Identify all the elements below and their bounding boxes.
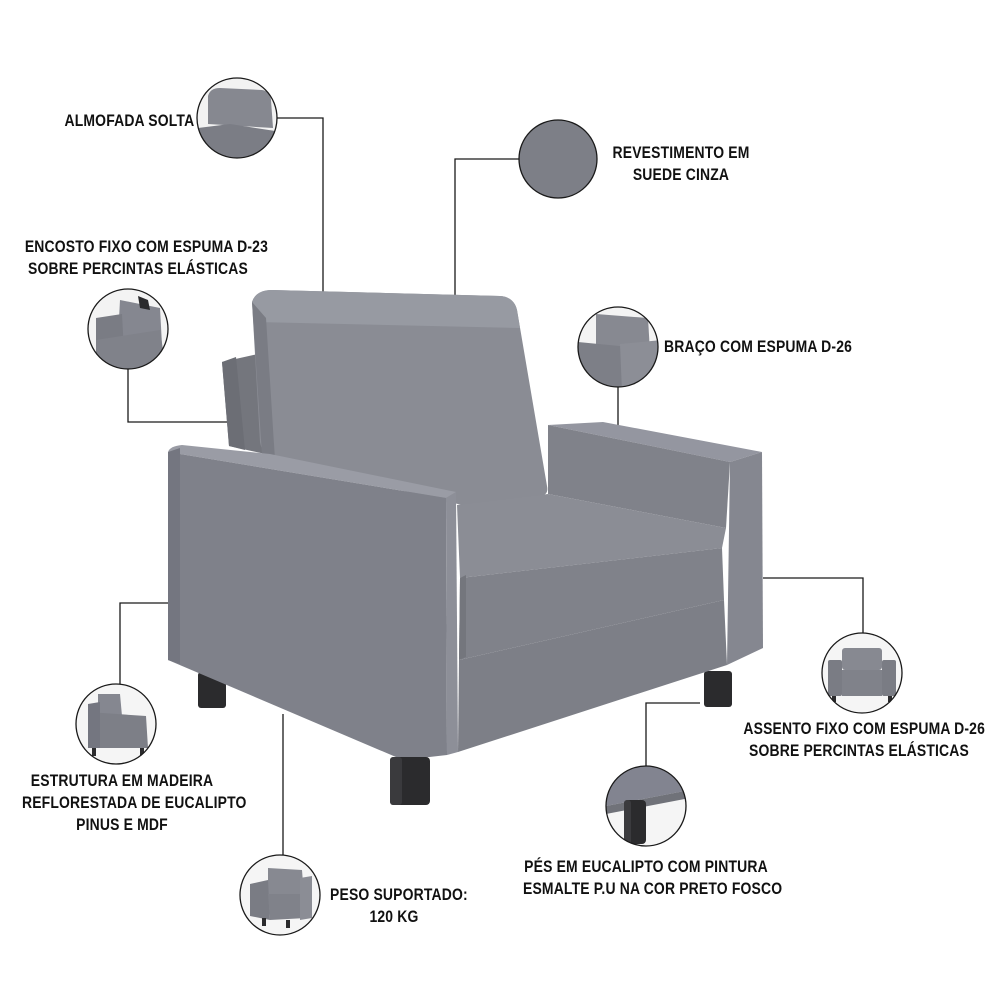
label-assento: ASSENTO FIXO COM ESPUMA D-26 SOBRE PERCI… bbox=[743, 719, 985, 760]
leader-line-estrutura bbox=[119, 602, 173, 684]
label-revestimento: REVESTIMENTO EM SUEDE CINZA bbox=[612, 143, 750, 184]
label-encosto: ENCOSTO FIXO COM ESPUMA D-23 SOBRE PERCI… bbox=[24, 237, 268, 278]
leader-line-encosto bbox=[127, 369, 232, 423]
leader-lines bbox=[119, 117, 864, 855]
thumb-revestimento bbox=[518, 119, 598, 199]
label-peso: PESO SUPORTADO: 120 KG bbox=[330, 885, 468, 926]
label-braco: BRAÇO COM ESPUMA D-26 bbox=[664, 337, 853, 356]
thumb-pes bbox=[605, 765, 687, 847]
thumb-encosto bbox=[87, 288, 169, 370]
thumb-peso bbox=[239, 854, 321, 936]
leader-line-almofada bbox=[276, 117, 324, 292]
left-arm-front bbox=[446, 492, 458, 755]
leg-back-right bbox=[704, 671, 732, 707]
label-pes: PÉS EM EUCALIPTO COM PINTURA ESMALTE P.U… bbox=[523, 857, 783, 898]
label-almofada: ALMOFADA SOLTA bbox=[64, 111, 194, 130]
fabric-swatch-icon bbox=[518, 119, 598, 199]
left-arm-side bbox=[168, 452, 447, 760]
thumb-assento bbox=[821, 632, 903, 714]
leader-line-pes bbox=[645, 702, 700, 766]
leader-line-assento bbox=[763, 577, 864, 633]
back-cushion bbox=[252, 290, 548, 505]
label-estrutura: ESTRUTURA EM MADEIRA REFLORESTADA DE EUC… bbox=[21, 771, 247, 834]
right-arm-inner bbox=[548, 425, 730, 528]
seat-cushion-front bbox=[459, 548, 724, 660]
seat-cushion-top bbox=[457, 494, 726, 578]
right-arm-front bbox=[727, 452, 763, 665]
seat-base-front bbox=[458, 600, 727, 752]
thumb-almofada bbox=[196, 77, 278, 159]
leader-line-revestimento bbox=[454, 158, 519, 296]
thumb-estrutura bbox=[75, 683, 157, 765]
right-arm-top bbox=[548, 422, 762, 462]
armchair bbox=[168, 290, 763, 805]
thumb-braco bbox=[577, 306, 659, 388]
left-arm-top bbox=[168, 445, 456, 498]
